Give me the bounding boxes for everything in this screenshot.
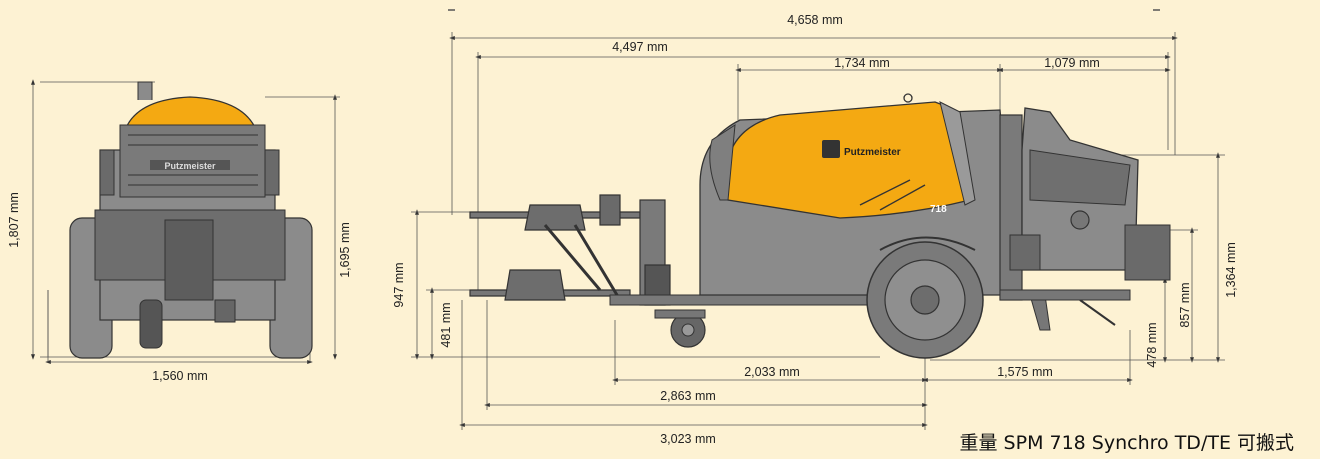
rear-length-label: 1,079 mm xyxy=(1044,56,1100,70)
height-1364-label: 1,364 mm xyxy=(1224,242,1238,298)
jockey-wheel xyxy=(139,299,163,349)
front-brand-text: Putzmeister xyxy=(164,161,216,171)
front-height-label: 1,807 mm xyxy=(7,192,21,248)
caption: 重量 SPM 718 Synchro TD/TE 可搬式 xyxy=(959,432,1294,454)
dim-2863-label: 2,863 mm xyxy=(660,389,716,403)
front-hitch xyxy=(164,219,214,301)
front-brand-plate xyxy=(150,160,230,170)
front-view: Putzmeister xyxy=(30,79,340,364)
hood-length-label: 1,734 mm xyxy=(834,56,890,70)
rear-post xyxy=(999,114,1023,301)
height-947-label: 947 mm xyxy=(392,262,406,307)
dim-3023-label: 3,023 mm xyxy=(660,432,716,446)
side-view: Putzmeister 718 xyxy=(411,9,1225,430)
side-logo-icon xyxy=(822,140,840,158)
height-478-label: 478 mm xyxy=(1145,322,1159,367)
exhaust-pipe xyxy=(137,81,153,100)
overall-length-label: 4,658 mm xyxy=(787,13,843,27)
height-481-label: 481 mm xyxy=(439,302,453,347)
front-inner-height-label: 1,695 mm xyxy=(338,222,352,278)
height-857-label: 857 mm xyxy=(1178,282,1192,327)
length-label: 4,497 mm xyxy=(612,40,668,54)
front-width-label: 1,560 mm xyxy=(152,369,208,383)
dim-2033-label: 2,033 mm xyxy=(744,365,800,379)
dim-1575-label: 1,575 mm xyxy=(997,365,1053,379)
main-frame-rail xyxy=(609,294,901,306)
model-badge: 718 xyxy=(930,204,947,215)
side-brand-text: Putzmeister xyxy=(844,147,901,158)
